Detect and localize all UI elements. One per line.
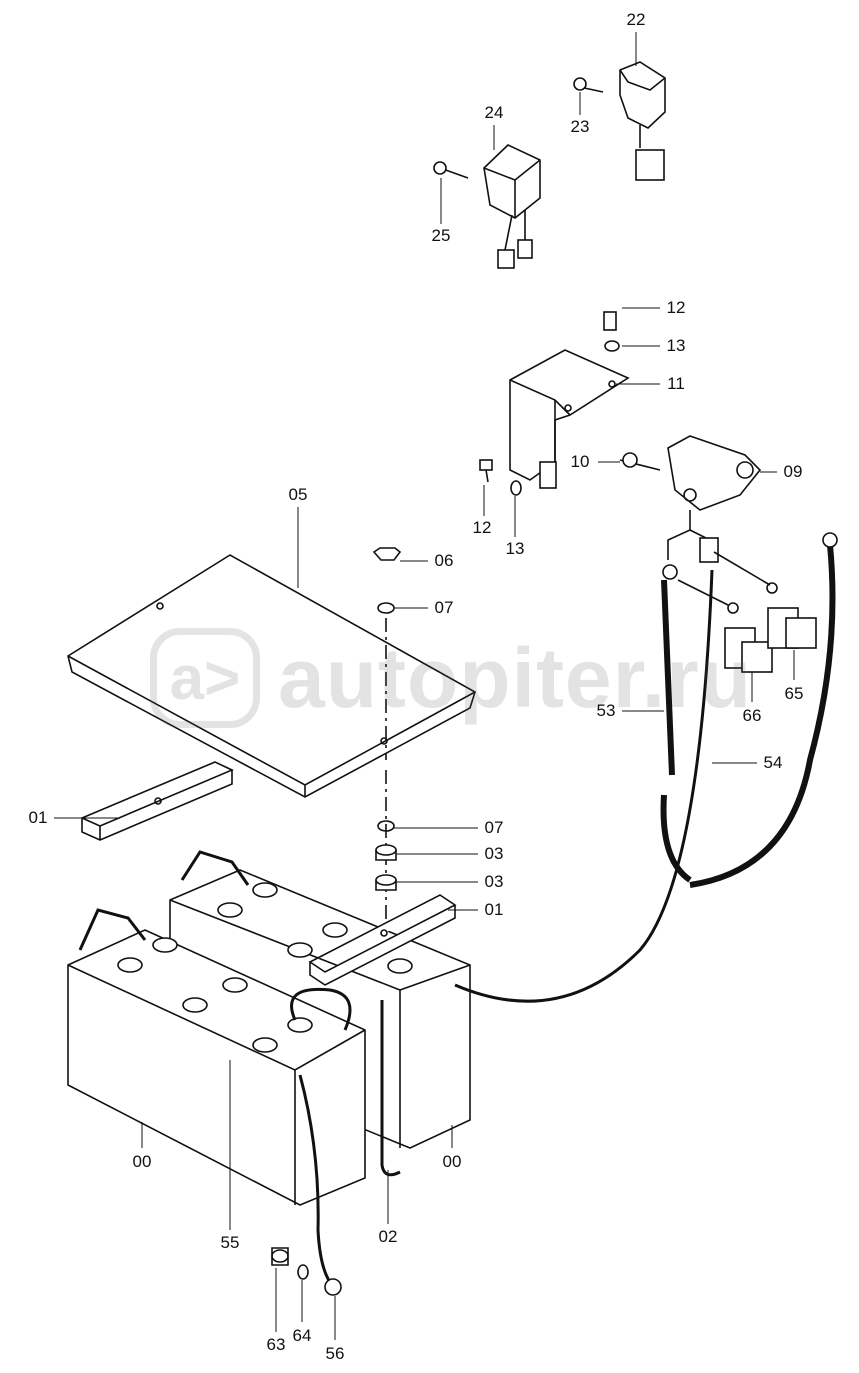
parts-63-64-56 (271, 1247, 342, 1296)
callout-label: 65 (784, 684, 804, 703)
callout-label: 13 (505, 539, 525, 558)
callout-label: 09 (783, 462, 803, 481)
watermark-text: autopiter.ru (278, 630, 753, 725)
callout-label: 64 (292, 1326, 312, 1345)
part-01-bar-upper (79, 761, 234, 841)
part-11-bracket (479, 311, 630, 496)
callout-label: 53 (596, 701, 616, 720)
part-02-rod (380, 1000, 401, 1177)
callout-label: 05 (288, 485, 308, 504)
callout-label: 00 (132, 1152, 152, 1171)
callout-label: 22 (626, 10, 646, 29)
watermark-logo: a> (150, 628, 260, 728)
callout-label: 23 (570, 117, 590, 136)
callout-label: 07 (484, 818, 504, 837)
part-22-relay (573, 61, 666, 181)
parts-65-66-terminals (677, 551, 817, 673)
part-01-bar-lower (308, 894, 457, 986)
cables (290, 532, 838, 1286)
callout-label: 11 (667, 374, 685, 393)
callout-label: 56 (325, 1344, 345, 1363)
callout-label: 25 (431, 226, 451, 245)
part-24-relay (433, 144, 541, 269)
callout-label: 01 (28, 808, 48, 827)
watermark: a> autopiter.ru (150, 628, 752, 728)
callout-label: 07 (434, 598, 454, 617)
callout-label: 13 (666, 336, 686, 355)
callout-label: 12 (666, 298, 686, 317)
callout-label: 54 (763, 753, 783, 772)
callout-label: 63 (266, 1335, 286, 1354)
callout-label: 03 (484, 844, 504, 863)
part-00-battery-front (67, 882, 413, 1206)
callout-label: 55 (220, 1233, 240, 1252)
callout-label: 02 (378, 1227, 398, 1246)
callout-label: 12 (472, 518, 492, 537)
callout-label: 01 (484, 900, 504, 919)
part-09-switch (619, 435, 762, 560)
leader-lines (54, 32, 795, 1340)
callout-label: 03 (484, 872, 504, 891)
part-05-cover (67, 554, 476, 798)
callout-label: 00 (442, 1152, 462, 1171)
callout-label: 10 (570, 452, 590, 471)
callout-label: 66 (742, 706, 762, 725)
callout-label: 24 (484, 103, 504, 122)
callout-label: 06 (434, 551, 454, 570)
